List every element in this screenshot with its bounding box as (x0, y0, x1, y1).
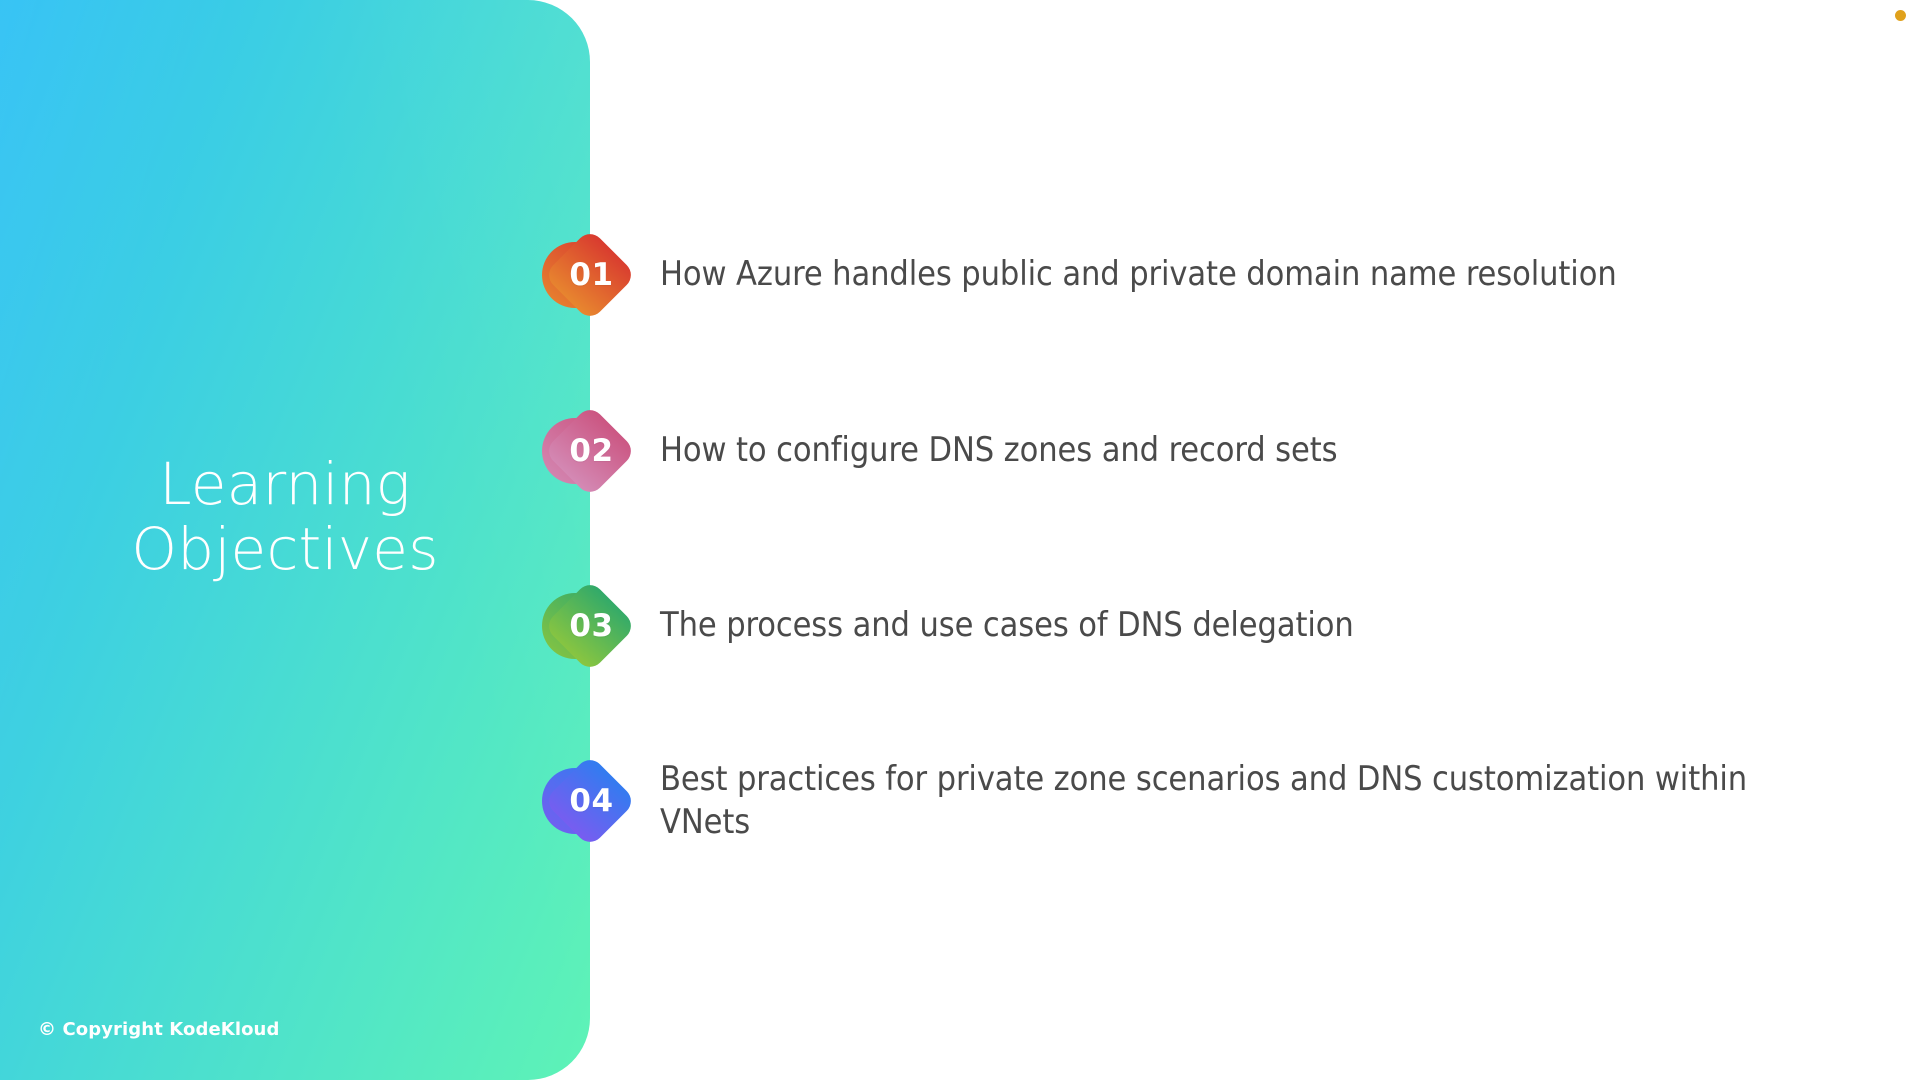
page-title: Learning Objectives (131, 450, 439, 583)
objective-number: 03 (569, 608, 614, 644)
objective-badge-02: 02 (540, 396, 640, 506)
objective-item: 04 Best practices for private zone scena… (540, 746, 1920, 856)
objective-badge-03: 03 (540, 571, 640, 681)
objective-item: 03 The process and use cases of DNS dele… (540, 571, 1920, 681)
objective-text: Best practices for private zone scenario… (660, 758, 1748, 842)
objective-item: 01 How Azure handles public and private … (540, 220, 1920, 330)
objective-number: 02 (569, 433, 614, 469)
objective-badge-04: 04 (540, 746, 640, 856)
objective-text: How Azure handles public and private dom… (660, 254, 1617, 295)
corner-accent-dot-icon (1895, 10, 1906, 21)
left-gradient-panel: Learning Objectives © Copyright KodeKlou… (0, 0, 590, 1080)
objectives-list: 01 How Azure handles public and private … (540, 0, 1920, 1080)
copyright-notice: © Copyright KodeKloud (38, 1019, 280, 1040)
objective-item: 02 How to configure DNS zones and record… (540, 396, 1920, 506)
objective-number: 04 (569, 783, 614, 819)
objective-text: The process and use cases of DNS delegat… (660, 605, 1354, 646)
objective-text: How to configure DNS zones and record se… (660, 430, 1338, 471)
objective-number: 01 (569, 257, 614, 293)
objective-badge-01: 01 (540, 220, 640, 330)
